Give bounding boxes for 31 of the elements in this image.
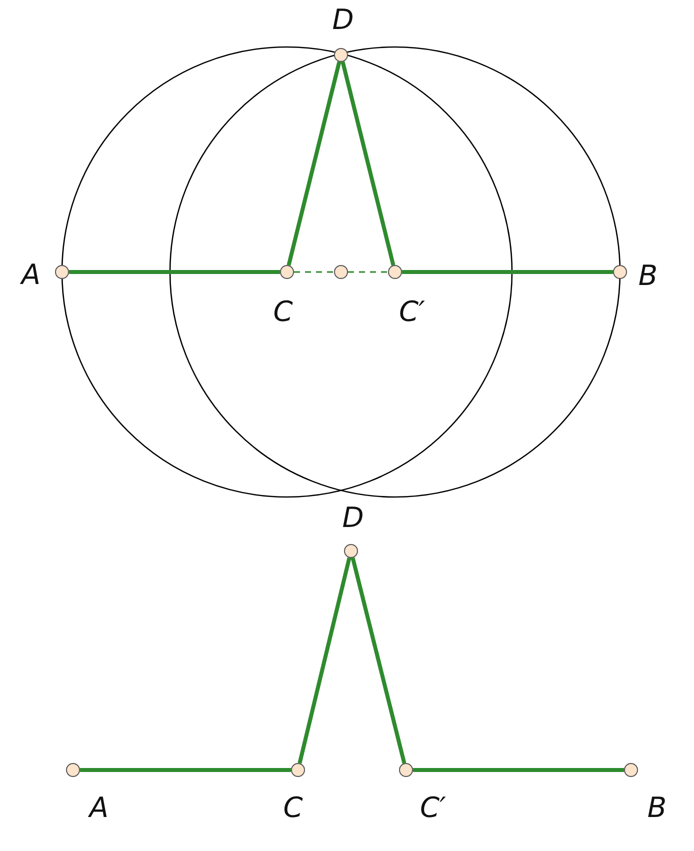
point-label: C′ bbox=[420, 794, 446, 822]
point-marker bbox=[334, 48, 348, 62]
line-segment bbox=[69, 270, 280, 274]
point-label: A bbox=[89, 794, 109, 822]
point-marker bbox=[334, 265, 348, 279]
line-segment bbox=[350, 557, 406, 764]
point-marker bbox=[280, 265, 294, 279]
point-marker bbox=[613, 265, 627, 279]
dashed-segment bbox=[294, 271, 334, 273]
point-label: B bbox=[647, 794, 667, 822]
point-marker bbox=[624, 763, 638, 777]
point-label: C bbox=[283, 794, 303, 822]
line-segment bbox=[402, 270, 613, 274]
point-marker bbox=[291, 763, 305, 777]
point-label: D bbox=[332, 6, 354, 34]
point-marker bbox=[388, 265, 402, 279]
line-segment bbox=[340, 61, 396, 266]
point-marker bbox=[66, 763, 80, 777]
point-label: C bbox=[273, 298, 293, 326]
point-marker bbox=[399, 763, 413, 777]
line-segment bbox=[413, 768, 624, 772]
point-marker bbox=[344, 544, 358, 558]
line-segment bbox=[286, 61, 342, 266]
point-marker bbox=[55, 265, 69, 279]
dashed-segment bbox=[348, 271, 388, 273]
point-label: D bbox=[342, 504, 364, 532]
point-label: B bbox=[638, 262, 658, 290]
line-segment bbox=[298, 557, 352, 764]
point-label: C′ bbox=[399, 298, 425, 326]
line-segment bbox=[80, 768, 291, 772]
point-label: A bbox=[21, 261, 41, 289]
